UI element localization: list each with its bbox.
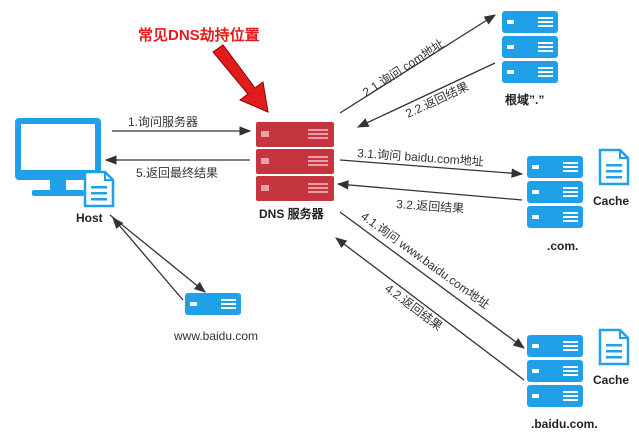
edge-4-2-arrow — [335, 237, 525, 381]
root-label: 根域”.” — [505, 92, 544, 107]
web-server-icon[interactable] — [185, 293, 241, 315]
edge-4-1-arrow — [339, 211, 525, 349]
edge-4-2-label: 4.2.返回结果 — [382, 281, 445, 333]
com-server-icon[interactable] — [527, 156, 583, 228]
edge-1-label: 1.询问服务器 — [128, 114, 198, 129]
edge-4-1-label: 4.1.询问 www.baidu.com地址 — [358, 209, 492, 312]
dns-hijack-annotation: 常见DNS劫持位置 — [138, 26, 260, 44]
edge-5-label: 5.返回最终结果 — [136, 165, 218, 180]
document-icon — [598, 148, 630, 186]
red-arrow-icon — [212, 44, 269, 113]
edge-2-2-label: 2.2.返回结果 — [403, 79, 471, 120]
com-label: .com. — [547, 239, 578, 253]
desktop-monitor-icon[interactable] — [15, 118, 101, 196]
edge-3-2-arrow — [336, 180, 523, 201]
edge-2-1-label: 2.1.询问 com地址 — [360, 37, 446, 100]
edge-3-2-label: 3.2.返回结果 — [396, 197, 465, 216]
dns-server-icon[interactable] — [256, 122, 334, 201]
web-server-label: www.baidu.com — [173, 329, 258, 343]
cache-label-2: Cache — [593, 373, 629, 387]
edge-3-1-label: 3.1.询问 baidu.com地址 — [357, 146, 484, 169]
edge-3-1-arrow — [339, 159, 524, 178]
host-to-web-arrow — [109, 214, 206, 293]
dns-server-label: DNS 服务器 — [259, 206, 325, 221]
baidu-com-server-icon[interactable] — [527, 335, 583, 407]
edge-2-1-arrow — [339, 14, 496, 114]
edge-2-2-arrow — [356, 62, 496, 128]
host-label: Host — [76, 211, 103, 225]
cache-label-1: Cache — [593, 194, 629, 208]
baidu-com-label: .baidu.com. — [531, 417, 598, 431]
document-icon — [598, 328, 630, 366]
web-to-host-arrow — [112, 217, 184, 301]
document-icon — [83, 170, 115, 208]
root-server-icon[interactable] — [502, 11, 558, 83]
